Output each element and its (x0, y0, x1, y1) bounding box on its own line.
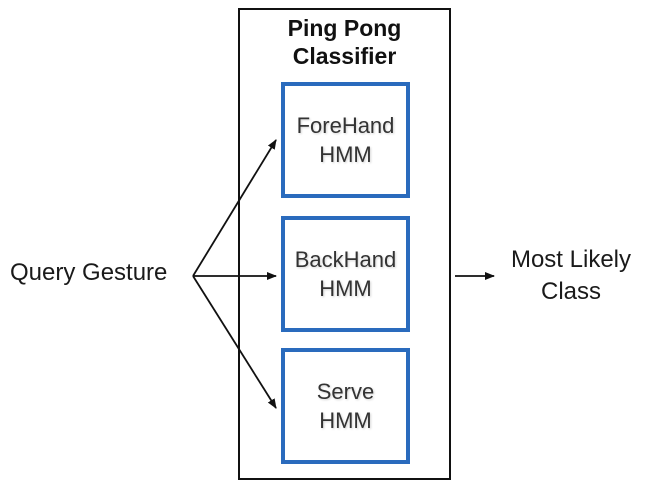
forehand-hmm-sublabel: HMM (319, 142, 372, 167)
backhand-hmm-box: BackHand HMM (281, 216, 410, 332)
query-gesture-label: Query Gesture (10, 259, 168, 286)
arrow-to-serve (192, 275, 277, 409)
arrow-to-forehand (192, 139, 277, 277)
serve-hmm-label: Serve (316, 379, 375, 404)
backhand-hmm-sublabel: HMM (319, 276, 372, 301)
serve-hmm-sublabel: HMM (319, 408, 372, 433)
output-label-line1: Most Likely (510, 246, 632, 273)
most-likely-class-label: Most Likely Class (496, 244, 646, 308)
forehand-hmm-box: ForeHand HMM (281, 82, 410, 198)
classifier-title-line2: Classifier (292, 43, 397, 69)
classifier-frame (238, 8, 451, 480)
backhand-hmm-label: BackHand (294, 247, 397, 272)
classifier-title-line1: Ping Pong (287, 15, 402, 41)
forehand-hmm-label: ForeHand (296, 113, 395, 138)
output-label-line2: Class (540, 278, 601, 305)
classifier-title: Ping Pong Classifier (238, 14, 451, 70)
serve-hmm-box: Serve HMM (281, 348, 410, 464)
